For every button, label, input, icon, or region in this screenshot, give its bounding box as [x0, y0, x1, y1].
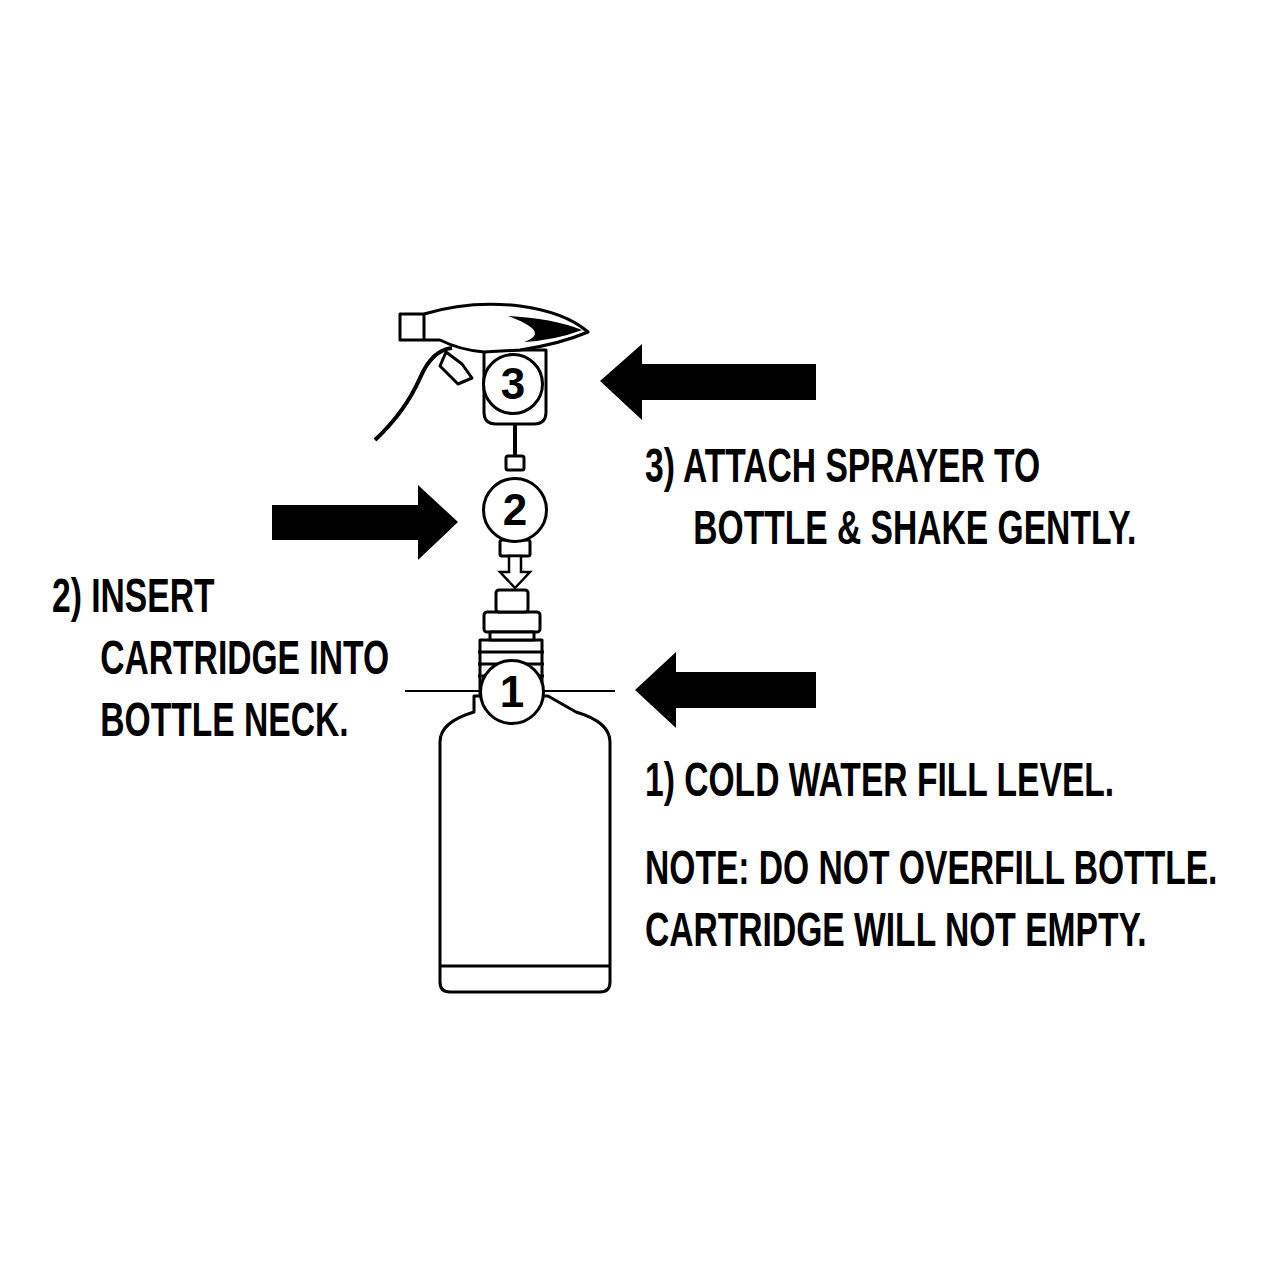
- bottle-base-band: [440, 965, 610, 968]
- neck-thread: [478, 651, 544, 654]
- callout-circle: 1: [479, 659, 545, 725]
- cartridge-top: [506, 456, 524, 470]
- cartridge: [500, 425, 530, 588]
- instruction-text: 1) COLD WATER FILL LEVEL.: [645, 749, 1114, 811]
- insert-arrow: [500, 556, 530, 588]
- bottle-body: [440, 696, 610, 992]
- instruction-text: 3) ATTACH SPRAYER TO BOTTLE & SHAKE GENT…: [645, 435, 1149, 559]
- sprayer-head: [400, 304, 588, 352]
- pointer-arrow: [600, 344, 816, 420]
- callout-number: 2: [503, 488, 527, 532]
- instruction-wrapper: NOTE: DO NOT OVERFILL BOTTLE. CARTRIDGE …: [645, 837, 1280, 961]
- bottle: [440, 590, 610, 992]
- sprayer-head-stripe: [508, 316, 582, 342]
- dip-tube: [513, 425, 517, 458]
- instruction-wrapper: 3) ATTACH SPRAYER TO BOTTLE & SHAKE GENT…: [645, 435, 1280, 559]
- pointer-arrow: [272, 485, 458, 560]
- instruction-wrapper: 1) COLD WATER FILL LEVEL.: [645, 749, 1280, 811]
- callout-number: 1: [500, 670, 524, 714]
- instruction-text: 2) INSERT CARTRIDGE INTO BOTTLE NECK.: [52, 565, 423, 751]
- neck-collar: [484, 612, 540, 632]
- callout-number: 3: [501, 362, 525, 406]
- callout-circle: 2: [482, 477, 548, 543]
- instruction-text: NOTE: DO NOT OVERFILL BOTTLE. CARTRIDGE …: [645, 837, 1254, 961]
- instruction-wrapper: 2) INSERT CARTRIDGE INTO BOTTLE NECK.: [52, 565, 582, 751]
- callout-circle: 3: [482, 353, 544, 415]
- nozzle-edge: [423, 314, 426, 340]
- pointer-arrow: [635, 652, 816, 728]
- trigger-sprayer: [375, 304, 588, 440]
- sprayer-trigger-link: [440, 352, 472, 384]
- neck-lip: [490, 632, 534, 640]
- neck-top: [496, 590, 528, 612]
